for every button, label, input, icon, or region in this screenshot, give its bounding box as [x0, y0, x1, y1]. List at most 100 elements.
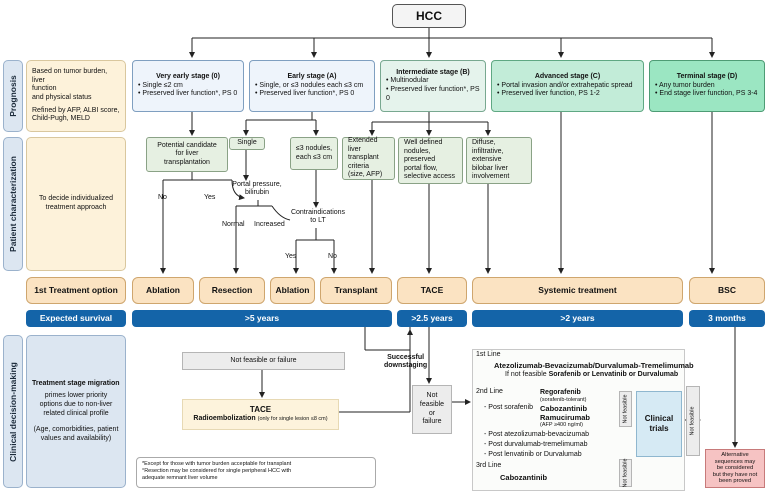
- patient-text-2: treatment approach: [45, 204, 107, 211]
- nodules-box: ≤3 nodules, each ≤3 cm: [290, 137, 338, 170]
- drug-regorafenib: Regorafenib: [540, 389, 581, 396]
- yes-label: Yes: [285, 253, 297, 260]
- migration-text-4: (Age, comorbidities, patient: [33, 426, 119, 434]
- stage-title: Very early stage (0): [156, 73, 220, 81]
- not-feasible-failure-box: Not feasible or failure: [412, 385, 452, 434]
- no-label: No: [328, 253, 337, 260]
- alternative-sequences-box: Alternative sequences may be considered …: [705, 449, 765, 488]
- well-defined-box: Well defined nodules, preserved portal f…: [398, 137, 463, 184]
- box-text: (size, AFP): [348, 171, 383, 179]
- portal-pressure-label: Portal pressure, bilirubin: [225, 181, 289, 198]
- box-text: be considered: [716, 465, 754, 472]
- treatment-transplant: Transplant: [320, 277, 392, 304]
- alt-prefix: If not feasible: [505, 371, 547, 378]
- box-text: criteria: [348, 162, 370, 170]
- box-text: transplantation: [164, 158, 210, 166]
- prognosis-text-2: function: [32, 85, 57, 93]
- box-text: involvement: [472, 173, 510, 181]
- box-text: feasible: [419, 400, 445, 408]
- patient-text-1: To decide individualized: [39, 195, 113, 203]
- box-text: Not: [426, 392, 438, 400]
- side-label-prognosis: Prognosis: [3, 60, 23, 132]
- box-text: Alternative: [721, 451, 749, 458]
- increased-label: Increased: [254, 221, 285, 228]
- prognosis-text-4: Refined by AFP, ALBI score,: [32, 106, 120, 114]
- box-text: ≤3 nodules,: [295, 144, 333, 152]
- stage-criteria: • Preserved liver function*, PS 0: [255, 90, 355, 98]
- box-text: trials: [649, 424, 669, 433]
- box-text: Diffuse, infiltrative,: [472, 139, 504, 155]
- prognosis-text-5: Child-Pugh, MELD: [32, 115, 90, 123]
- third-line-label: 3rd Line: [476, 462, 502, 469]
- post-durvalumab-label: - Post durvalumab-tremelimumab: [484, 441, 588, 448]
- footnotes: *Except for those with tumor burden acce…: [136, 457, 376, 488]
- migration-text-1: primes lower priority: [44, 392, 108, 400]
- prognosis-text-1: Based on tumor burden, liver: [32, 68, 108, 84]
- stage-criteria: • End stage liver function, PS 3-4: [655, 90, 758, 98]
- stage-title: Early stage (A): [287, 73, 337, 81]
- side-label-clinical: Clinical decision-making: [3, 335, 23, 488]
- treatment-tace: TACE: [397, 277, 467, 304]
- label-text: Successful: [387, 354, 425, 361]
- box-text: bilobar liver: [472, 164, 508, 172]
- patient-info: To decide individualized treatment appro…: [26, 137, 126, 271]
- footnote-text: adequate remnant liver volume: [142, 474, 218, 481]
- normal-label: Normal: [222, 221, 245, 228]
- migration-title: Treatment stage migration: [32, 379, 120, 387]
- stage-intermediate: Intermediate stage (B) • Multinodular • …: [380, 60, 486, 112]
- stage-title: Intermediate stage (B): [396, 68, 470, 76]
- not-feasible-third-line: Not feasible: [619, 458, 632, 488]
- stage-criteria: • Single, or ≤3 nodules each ≤3 cm: [255, 81, 364, 89]
- first-treatment-label: 1st Treatment option: [26, 277, 126, 304]
- box-text: selective access: [404, 173, 455, 181]
- migration-text-5: values and availability): [40, 434, 112, 442]
- expected-survival-label: Expected survival: [26, 310, 126, 327]
- stage-early: Early stage (A) • Single, or ≤3 nodules …: [249, 60, 375, 112]
- contraindications-label: Contraindications to LT: [290, 209, 346, 226]
- box-title: TACE: [249, 405, 272, 415]
- stage-criteria: • Single ≤2 cm: [138, 81, 183, 89]
- stage-advanced: Advanced stage (C) • Portal invasion and…: [491, 60, 644, 112]
- box-text: Well defined: [404, 139, 443, 147]
- stage-criteria: • Any tumor burden: [655, 81, 715, 89]
- treatment-ablation: Ablation: [132, 277, 194, 304]
- post-lenvatinib-label: - Post lenvatinib or Durvalumab: [484, 451, 582, 458]
- box-text: portal flow,: [404, 164, 438, 172]
- box-text: each ≤3 cm: [295, 153, 333, 161]
- box-text: Clinical: [644, 414, 674, 424]
- not-feasible-text: Not feasible: [622, 394, 629, 424]
- extended-criteria-box: Extended liver transplant criteria (size…: [342, 137, 395, 180]
- box-text: but they have not: [712, 471, 758, 478]
- tace-radioembolization-box: TACE Radioembolization (only for single …: [182, 399, 339, 430]
- prognosis-info: Based on tumor burden, liver function an…: [26, 60, 126, 132]
- stage-terminal: Terminal stage (D) • Any tumor burden • …: [649, 60, 765, 112]
- not-feasible-text: Not feasible: [689, 406, 696, 436]
- first-line-alternative: If not feasible Sorafenib or Lenvatinib …: [505, 371, 678, 379]
- prognosis-text-3: and physical status: [32, 94, 92, 101]
- stage-criteria: • Preserved liver function*, PS 0: [386, 86, 480, 102]
- label-text: Contraindications: [290, 209, 346, 216]
- stage-criteria: • Preserved liver function*, PS 0: [138, 90, 238, 98]
- label-text: Portal pressure,: [232, 181, 282, 188]
- not-feasible-second-line: Not feasible: [619, 391, 632, 427]
- regorafenib-note: (sorafenib-tolerant): [540, 397, 587, 403]
- post-atezolizumab-label: - Post atezolizumab-bevacizumab: [484, 431, 590, 438]
- box-text: been proved: [718, 478, 752, 485]
- post-sorafenib-label: - Post sorafenib: [484, 404, 534, 411]
- label-text: bilirubin: [244, 189, 270, 197]
- label-text: downstaging: [384, 362, 428, 370]
- footnote-text: °Resection may be considered for single …: [142, 467, 292, 474]
- not-feasible-text: Not feasible: [622, 458, 629, 488]
- stage-criteria: • Portal invasion and/or extrahepatic sp…: [497, 81, 633, 89]
- box-text: sequences may: [714, 458, 756, 465]
- yes-label: Yes: [204, 194, 216, 201]
- no-label: No: [158, 194, 167, 201]
- ramucirumab-note: (AFP ≥400 ng/ml): [540, 422, 583, 428]
- box-text: for liver: [175, 150, 199, 158]
- alt-drugs: Sorafenib or Lenvatinib or Durvalumab: [548, 371, 679, 378]
- transplant-candidate-box: Potential candidate for liver transplant…: [146, 137, 228, 172]
- stage-title: Terminal stage (D): [676, 73, 738, 81]
- box-text: Radioembolization: [193, 415, 256, 423]
- treatment-systemic: Systemic treatment: [472, 277, 683, 304]
